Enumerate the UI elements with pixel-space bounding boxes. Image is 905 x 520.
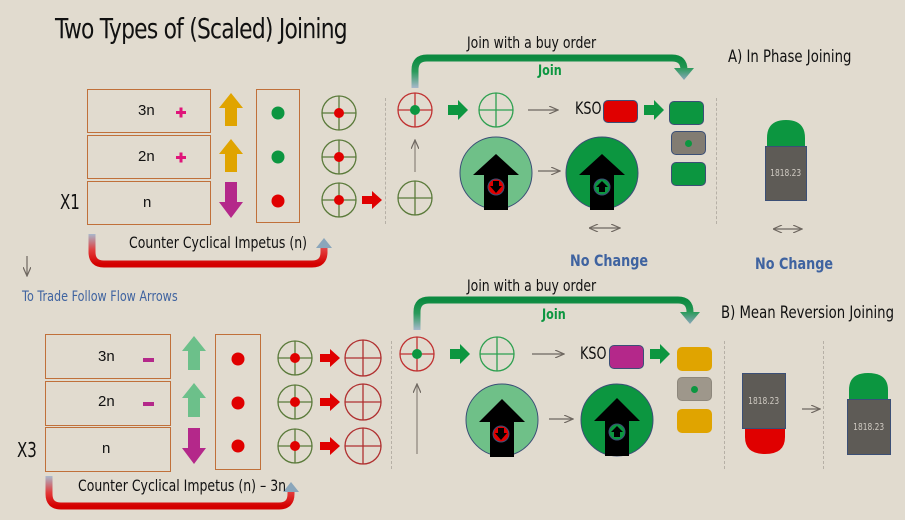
red-dot-icon — [271, 194, 285, 208]
position-box-green — [671, 162, 706, 186]
separator — [385, 98, 386, 224]
separator — [716, 98, 717, 224]
join-arrow-label: Join with a buy order — [467, 33, 597, 52]
multiplier-label: X3 — [17, 438, 37, 462]
crosshair-icon — [321, 139, 357, 175]
dot-column-box — [256, 89, 300, 223]
weak-up-trend-icon — [465, 383, 539, 457]
strong-up-trend-icon — [580, 383, 654, 457]
green-dot-icon — [271, 150, 285, 164]
row-box-n — [45, 427, 171, 472]
kso-label: KSO — [580, 344, 607, 364]
crosshair-icon — [321, 95, 357, 131]
green-arrow-right-icon — [650, 344, 670, 364]
row-label: 3n — [98, 348, 115, 365]
kso-box-magenta — [609, 345, 644, 369]
no-change-label: No Change — [570, 251, 649, 270]
price-box: 1818.23 — [742, 373, 786, 429]
minus-icon — [143, 358, 154, 362]
red-cap — [745, 428, 785, 454]
crosshair-icon — [397, 92, 433, 128]
impetus-curve-arrow — [45, 476, 299, 510]
up-arrow-icon — [182, 336, 206, 370]
crosshair-icon — [277, 428, 313, 464]
red-dot-icon — [231, 352, 245, 366]
join-label: Join — [542, 307, 566, 323]
row-box-2n — [45, 381, 171, 426]
position-box-amber — [677, 347, 712, 371]
green-arrow-right-icon — [450, 344, 470, 364]
row-box-n — [87, 181, 211, 225]
red-arrow-right-icon — [362, 191, 382, 209]
row-box-2n — [87, 135, 211, 179]
price-value: 1818.23 — [853, 421, 885, 433]
join-label: Join — [538, 63, 562, 79]
row-label: n — [143, 194, 152, 211]
crosshair-icon — [321, 182, 357, 218]
down-arrow-icon — [182, 428, 206, 464]
crosshair-icon — [277, 384, 313, 420]
green-cap — [849, 373, 888, 400]
red-arrow-right-icon — [320, 437, 340, 455]
strong-up-trend-icon — [565, 136, 639, 210]
impetus-curve-arrow — [88, 234, 332, 268]
row-label: 3n — [138, 102, 155, 119]
up-arrow-icon — [219, 139, 243, 172]
red-arrow-right-icon — [320, 393, 340, 411]
crosshair-icon — [344, 427, 382, 465]
up-arrow-icon — [219, 93, 243, 126]
green-cap — [767, 120, 805, 147]
position-box-neutral — [671, 131, 706, 155]
minus-icon — [143, 402, 154, 406]
multiplier-label: X1 — [60, 190, 80, 214]
impetus-label: Counter Cyclical Impetus (n) – 3n — [78, 476, 287, 495]
section-heading: B) Mean Reversion Joining — [721, 303, 895, 323]
row-label: n — [102, 440, 111, 457]
price-box: 1818.23 — [847, 399, 891, 455]
position-box-amber — [677, 409, 712, 433]
separator — [724, 341, 725, 469]
price-value: 1818.23 — [748, 395, 780, 407]
plus-icon — [176, 152, 186, 163]
crosshair-icon — [479, 336, 515, 372]
price-value: 1818.23 — [770, 168, 802, 179]
plus-icon — [176, 107, 186, 118]
position-box-green — [669, 101, 704, 125]
red-arrow-right-icon — [320, 349, 340, 367]
red-dot-icon — [231, 396, 245, 410]
down-arrow-icon — [219, 182, 243, 218]
row-label: 2n — [98, 393, 115, 410]
crosshair-icon — [344, 383, 382, 421]
green-dot-icon — [271, 106, 285, 120]
green-arrow-right-icon — [644, 100, 664, 120]
impetus-label: Counter Cyclical Impetus (n) — [129, 233, 308, 252]
weak-up-trend-icon — [459, 136, 533, 210]
page-title: Two Types of (Scaled) Joining — [55, 12, 348, 45]
row-label: 2n — [138, 148, 155, 165]
crosshair-icon — [397, 180, 433, 216]
row-box-3n — [87, 89, 211, 133]
row-box-3n — [45, 334, 171, 379]
crosshair-icon — [344, 339, 382, 377]
kso-box-red — [603, 100, 638, 123]
flow-note: To Trade Follow Flow Arrows — [22, 289, 178, 305]
section-heading: A) In Phase Joining — [728, 47, 852, 67]
dot-column-box — [215, 334, 261, 470]
crosshair-icon — [277, 340, 313, 376]
join-curve-arrow — [413, 296, 700, 330]
join-arrow-label: Join with a buy order — [467, 276, 597, 295]
up-arrow-icon — [182, 383, 206, 417]
kso-label: KSO — [575, 99, 602, 119]
join-curve-arrow — [411, 54, 694, 88]
separator — [391, 341, 392, 469]
position-box-neutral — [677, 377, 712, 401]
green-arrow-right-icon — [448, 100, 468, 120]
separator — [823, 341, 824, 469]
red-dot-icon — [231, 439, 245, 453]
price-box: 1818.23 — [765, 146, 807, 201]
crosshair-icon — [399, 336, 435, 372]
crosshair-icon — [478, 92, 514, 128]
no-change-label: No Change — [755, 254, 834, 273]
